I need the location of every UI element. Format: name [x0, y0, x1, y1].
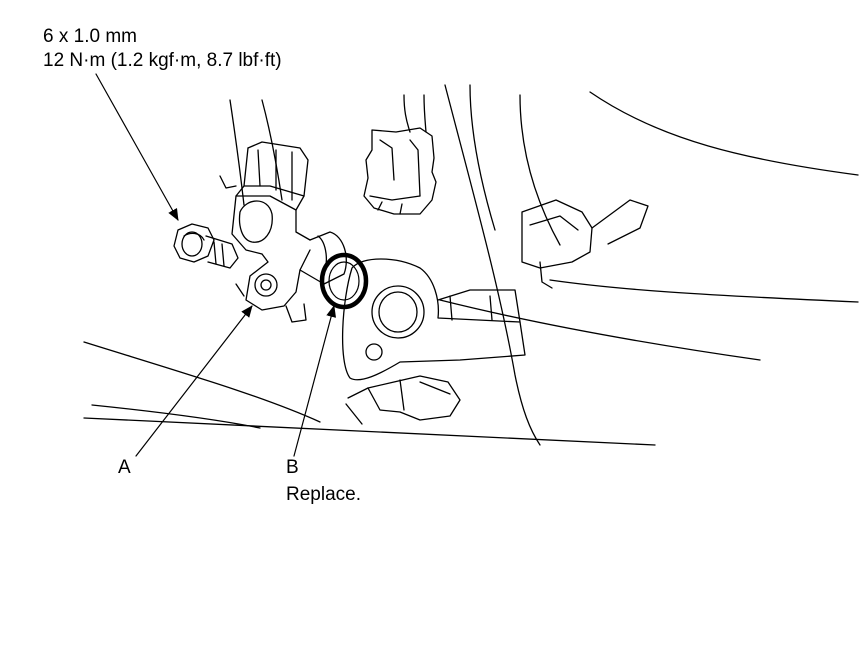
part-b-note: Replace. — [286, 484, 361, 505]
lower-clip — [345, 375, 461, 425]
part-b-label: B — [286, 457, 299, 478]
part-a-label: A — [118, 457, 131, 478]
o-ring-part-b — [319, 252, 369, 310]
bolt-torque-label: 12 N·m (1.2 kgf·m, 8.7 lbf·ft) — [43, 50, 282, 71]
bolt-size-label: 6 x 1.0 mm — [43, 26, 137, 47]
mounting-bolt — [173, 223, 239, 269]
side-connector — [521, 199, 649, 289]
leader-arrows — [95, 73, 336, 457]
mounting-bracket — [341, 258, 526, 381]
frame-lines — [83, 84, 859, 446]
harness-connector — [363, 94, 437, 215]
